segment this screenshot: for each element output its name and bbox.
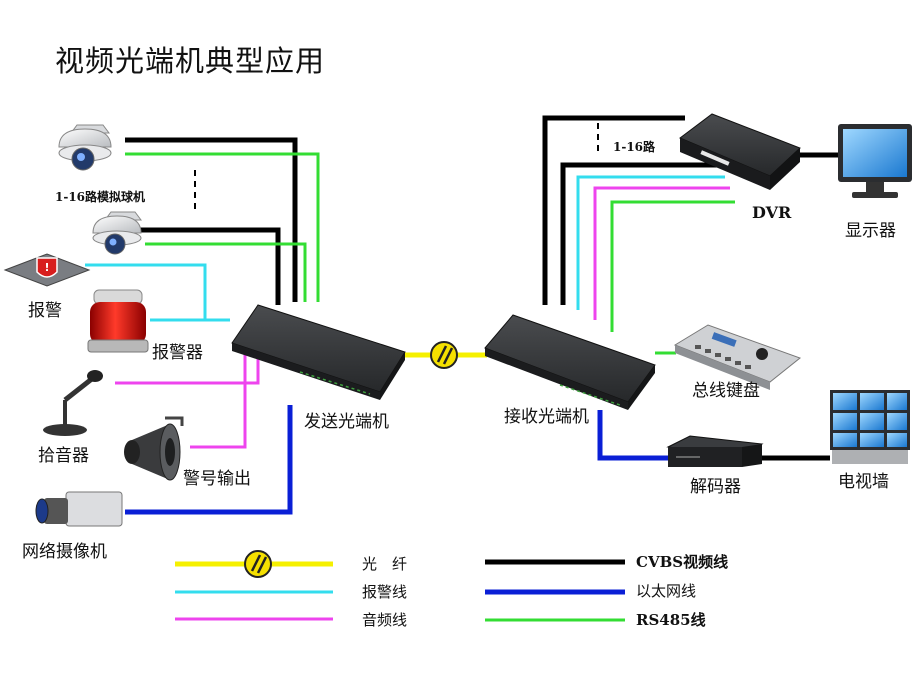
label-microphone: 拾音器 [38,446,89,466]
decoder-icon [666,435,764,467]
legend-rs485-label: RS485线 [636,611,706,629]
label-decoder: 解码器 [690,477,741,497]
dome-camera-icon [92,211,142,255]
fiber-splice-icon [244,550,272,578]
cvbs-cable-dvr-1 [542,115,685,305]
legend [175,550,625,622]
cvbs-cable-cam1 [125,137,298,302]
label-horn: 警号输出 [183,469,251,489]
monitor-icon [838,124,912,198]
label-alarm: 报警 [28,301,62,321]
label-video-wall: 电视墙 [838,472,889,492]
ethernet-cable-ipcam [125,405,293,515]
dome-camera-icon [58,124,112,171]
receiver-unit [484,314,656,410]
label-keyboard: 总线键盘 [692,381,760,401]
legend-audio-label: 音频线 [362,611,408,629]
rs485-cable-cam1 [125,152,320,302]
dvr-icon [679,113,801,190]
warning-shield-icon: ! [3,253,91,287]
label-dvr-channels: 1-16路 [613,140,656,154]
label-network-camera: 网络摄像机 [22,542,107,562]
legend-ethernet-label: 以太网线 [636,582,697,600]
label-dome-cameras: 1-16路模拟球机 [55,190,146,204]
label-receiver: 接收光端机 [504,407,589,427]
keyboard-icon [673,324,802,390]
rs485-cable-dvr [610,200,735,332]
microphone-icon [43,370,103,436]
audio-cable-dvr [593,186,730,320]
cvbs-cable-dvr-2 [560,162,718,305]
label-dvr: DVR [752,203,792,222]
box-camera-icon [35,491,123,527]
legend-cvbs-label: CVBS视频线 [636,553,729,571]
cvbs-cable-cam2 [140,227,281,305]
siren-icon [87,289,149,353]
label-alarm-siren: 报警器 [152,343,203,363]
video-wall-icon [830,390,910,464]
label-monitor: 显示器 [845,221,896,241]
ethernet-cable-decoder [597,410,672,461]
legend-fiber-label: 光 纤 [362,555,408,573]
rs485-cable-cam2 [145,242,307,302]
transmitter-unit [231,304,406,400]
page-title: 视频光端机典型应用 [55,44,326,78]
svg-text:!: ! [44,261,49,274]
label-transmitter: 发送光端机 [304,412,389,432]
horn-icon [124,416,184,481]
legend-alarm-label: 报警线 [362,583,408,601]
audio-cable-horn [190,345,247,449]
fiber-splice-icon [430,341,458,369]
alarm-cable-dvr [576,175,725,310]
